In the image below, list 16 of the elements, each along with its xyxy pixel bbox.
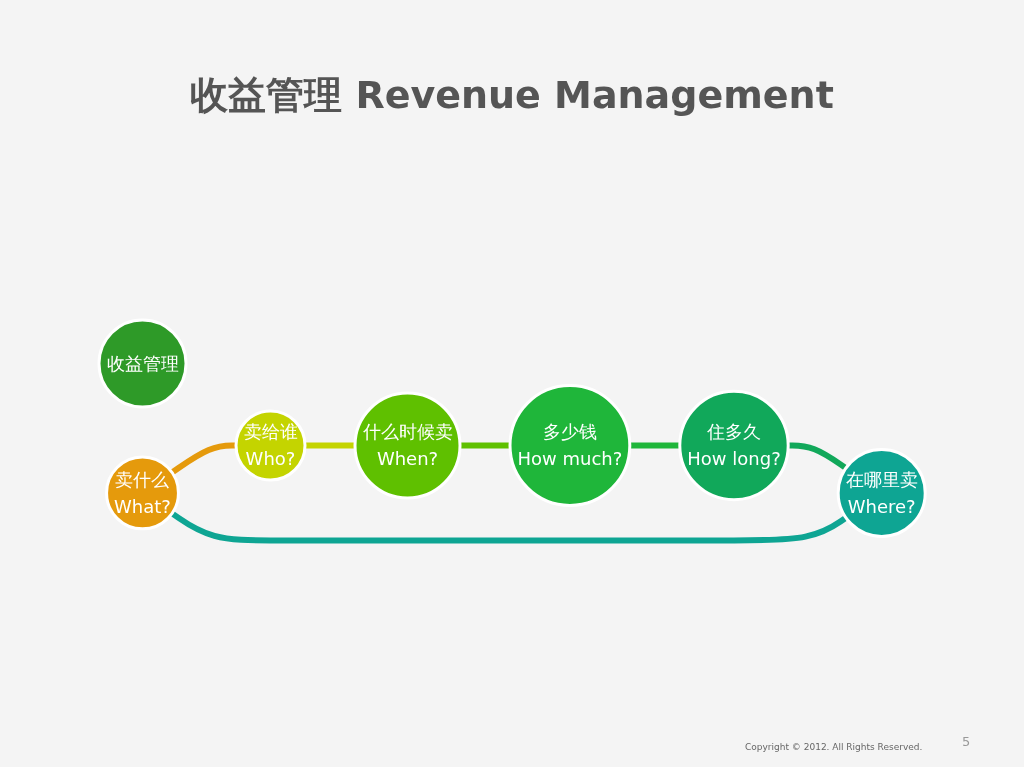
connector	[788, 442, 848, 471]
node-circle: 卖给谁 Who?	[234, 409, 307, 482]
node-circle: 收益管理	[97, 318, 188, 409]
node-circle: 住多久 How long?	[678, 389, 790, 501]
connector	[170, 442, 236, 475]
title: 收益管理 Revenue Management	[189, 72, 835, 119]
node-circle: 什么时候卖 When?	[353, 391, 462, 500]
connector	[629, 442, 680, 449]
connector	[459, 442, 510, 449]
connector	[304, 442, 355, 449]
node-circle: 多少钱 How much?	[508, 383, 632, 507]
node-circle: 卖什么 What?	[104, 455, 180, 531]
copyright-note: Copyright © 2012. All Rights Reserved.	[745, 742, 923, 752]
page-number: 5	[962, 734, 971, 749]
connector	[170, 510, 848, 544]
node-circle: 在哪里卖 Where?	[836, 447, 927, 538]
